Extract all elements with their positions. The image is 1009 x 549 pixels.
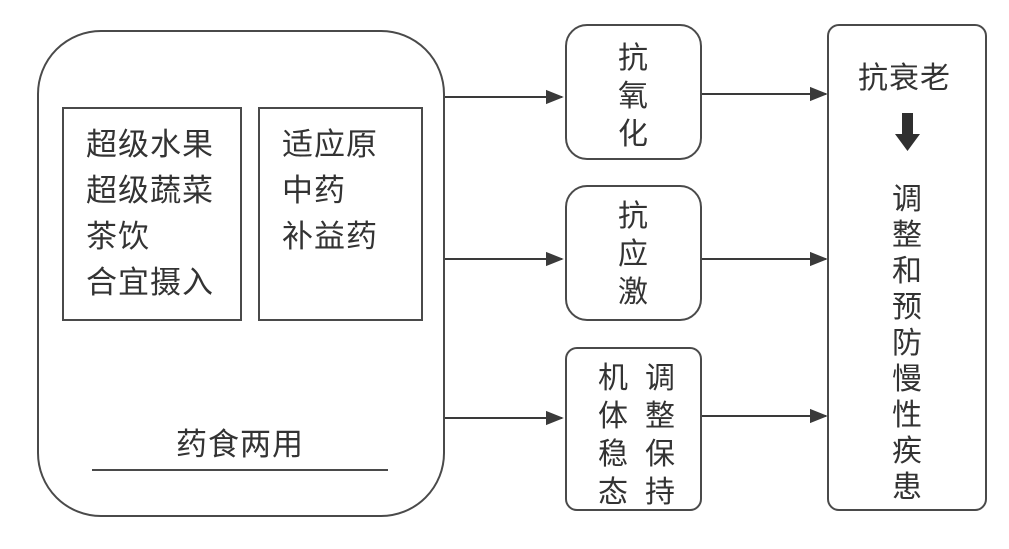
food-category-list: 超级水果 超级蔬菜 茶饮 合宜摄入	[86, 122, 214, 306]
result-title: 抗衰老	[858, 61, 951, 96]
homeostasis-box	[565, 347, 702, 511]
result-box	[827, 24, 987, 511]
food-category-item: 合宜摄入	[86, 265, 214, 301]
food-category-item: 超级水果	[86, 127, 214, 163]
antistress-label: 抗应激	[618, 199, 648, 310]
down-arrow-icon	[895, 113, 920, 151]
herb-category-item: 适应原	[282, 127, 378, 163]
antioxidation-box	[565, 24, 702, 160]
source-caption: 药食两用	[176, 427, 304, 463]
caption-underline	[92, 469, 388, 471]
antioxidation-label: 抗氧化	[618, 41, 648, 152]
source-box	[37, 30, 445, 517]
homeostasis-label-col2: 调整保持	[645, 361, 675, 510]
herb-category-item: 补益药	[282, 219, 378, 255]
herb-category-item: 中药	[282, 173, 346, 209]
food-category-item: 超级蔬菜	[86, 173, 214, 209]
antistress-box	[565, 185, 702, 321]
herb-category-panel	[258, 107, 423, 321]
food-category-panel	[62, 107, 242, 321]
herb-category-list: 适应原 中药 补益药	[282, 122, 378, 260]
homeostasis-label-col1: 机体稳态	[598, 361, 628, 510]
food-category-item: 茶饮	[86, 219, 150, 255]
result-body: 调整和预防慢性疾患	[892, 182, 922, 505]
